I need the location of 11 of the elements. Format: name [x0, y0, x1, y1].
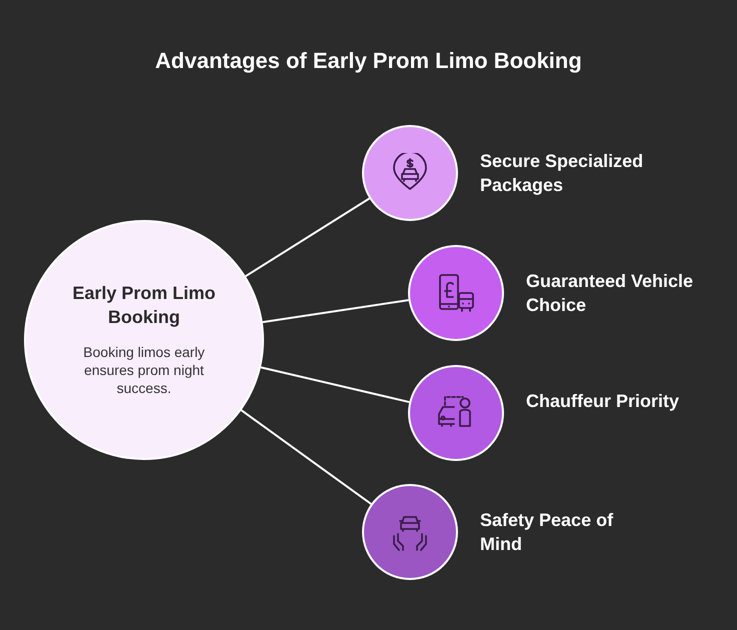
node-heading: Early Prom Limo Booking [71, 282, 217, 329]
item-label: Guaranteed Vehicle Choice [526, 270, 694, 318]
connector-line [240, 409, 372, 505]
connector-line [262, 299, 409, 324]
connector-line [260, 366, 410, 404]
connector-line [245, 198, 370, 278]
item-label: Chauffeur Priority [526, 390, 680, 413]
item-label: Safety Peace of Mind [480, 509, 614, 556]
node-description: Booking limos early ensures prom night success. [82, 343, 206, 398]
item-label: Secure Specialized Packages [480, 150, 644, 198]
diagram-title: Advantages of Early Prom Limo Booking [154, 48, 583, 74]
